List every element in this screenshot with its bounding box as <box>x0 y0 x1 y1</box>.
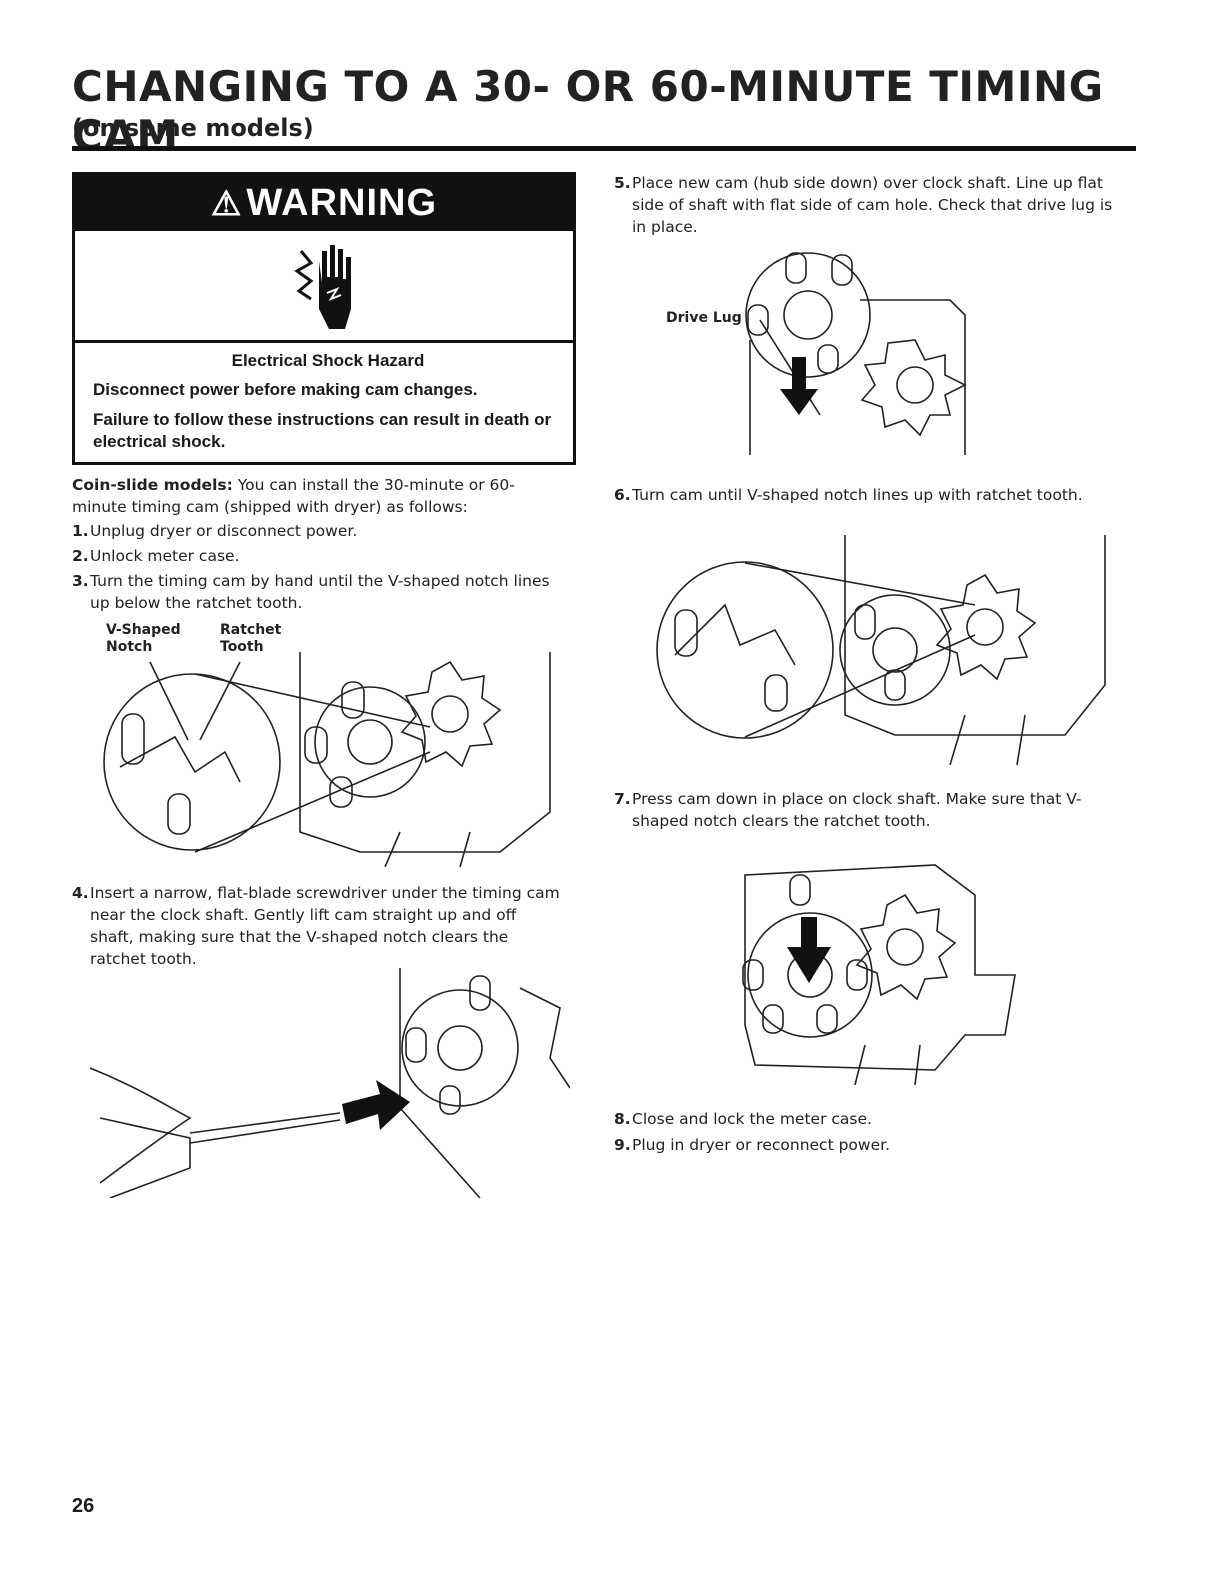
step-2: 2.Unlock meter case. <box>72 545 562 567</box>
label-drive-lug: Drive Lug <box>666 310 742 326</box>
warning-line-2: Failure to follow these instructions can… <box>93 410 552 451</box>
warning-icon-area <box>75 231 573 343</box>
step-number: 3. <box>72 572 89 590</box>
figure-cam-notch-alignment <box>100 632 570 867</box>
warning-box: ⚠WARNING Electrical Shock Hazard Disconn… <box>72 172 576 465</box>
step-number: 5. <box>614 174 631 192</box>
step-9: 9.Plug in dryer or reconnect power. <box>614 1134 1134 1156</box>
figure-place-new-cam <box>740 245 1030 460</box>
page-subtitle: (on some models) <box>72 114 314 142</box>
label-line: Tooth <box>220 639 264 655</box>
warning-header: ⚠WARNING <box>75 175 573 231</box>
warning-heading: WARNING <box>246 182 438 224</box>
figure-screwdriver-lift-cam <box>80 968 570 1198</box>
step-text: Unplug dryer or disconnect power. <box>90 522 358 540</box>
intro-lead: Coin-slide models: <box>72 476 233 494</box>
label-line: V-Shaped <box>106 622 181 638</box>
step-1: 1.Unplug dryer or disconnect power. <box>72 520 562 542</box>
step-text: Turn cam until V-shaped notch lines up w… <box>632 486 1083 504</box>
step-6: 6.Turn cam until V-shaped notch lines up… <box>614 484 1134 506</box>
step-5: 5.Place new cam (hub side down) over clo… <box>614 172 1134 238</box>
step-text: Plug in dryer or reconnect power. <box>632 1136 890 1154</box>
step-number: 7. <box>614 790 631 808</box>
warning-hazard-title: Electrical Shock Hazard <box>231 351 425 370</box>
electric-shock-hand-icon <box>294 245 351 329</box>
direction-arrow-icon <box>801 917 817 947</box>
intro-paragraph: Coin-slide models: You can install the 3… <box>72 474 562 518</box>
figure-press-cam-down <box>735 855 1035 1085</box>
step-number: 8. <box>614 1110 631 1128</box>
title-rule <box>72 146 1136 151</box>
label-line: Ratchet <box>220 622 282 638</box>
label-line: Notch <box>106 639 153 655</box>
figure-align-notch-tooth <box>645 535 1115 765</box>
step-8: 8.Close and lock the meter case. <box>614 1108 1134 1130</box>
intro-text: You can install the 30-minute or 60-minu… <box>72 476 515 516</box>
step-text: Close and lock the meter case. <box>632 1110 872 1128</box>
warning-triangle-icon: ⚠ <box>210 185 243 223</box>
step-4: 4.Insert a narrow, flat-blade screwdrive… <box>72 882 562 970</box>
direction-arrow-icon <box>342 1080 410 1130</box>
step-text: Press cam down in place on clock shaft. … <box>632 790 1082 830</box>
step-text: Turn the timing cam by hand until the V-… <box>90 572 550 612</box>
step-number: 4. <box>72 884 89 902</box>
warning-text: Electrical Shock Hazard Disconnect power… <box>93 351 563 461</box>
label-v-shaped-notch: V-Shaped Notch <box>106 622 196 656</box>
step-number: 9. <box>614 1136 631 1154</box>
step-text: Unlock meter case. <box>90 547 240 565</box>
step-3: 3.Turn the timing cam by hand until the … <box>72 570 562 614</box>
warning-line-1: Disconnect power before making cam chang… <box>93 380 478 399</box>
step-text: Place new cam (hub side down) over clock… <box>632 174 1113 236</box>
page-title: CHANGING TO A 30- OR 60-MINUTE TIMING CA… <box>72 62 1104 160</box>
label-ratchet-tooth: Ratchet Tooth <box>220 622 310 656</box>
step-number: 2. <box>72 547 89 565</box>
step-number: 1. <box>72 522 89 540</box>
step-number: 6. <box>614 486 631 504</box>
page-number: 26 <box>72 1495 95 1517</box>
direction-arrow-icon <box>792 357 806 389</box>
step-text: Insert a narrow, flat-blade screwdriver … <box>90 884 560 968</box>
step-7: 7.Press cam down in place on clock shaft… <box>614 788 1134 832</box>
